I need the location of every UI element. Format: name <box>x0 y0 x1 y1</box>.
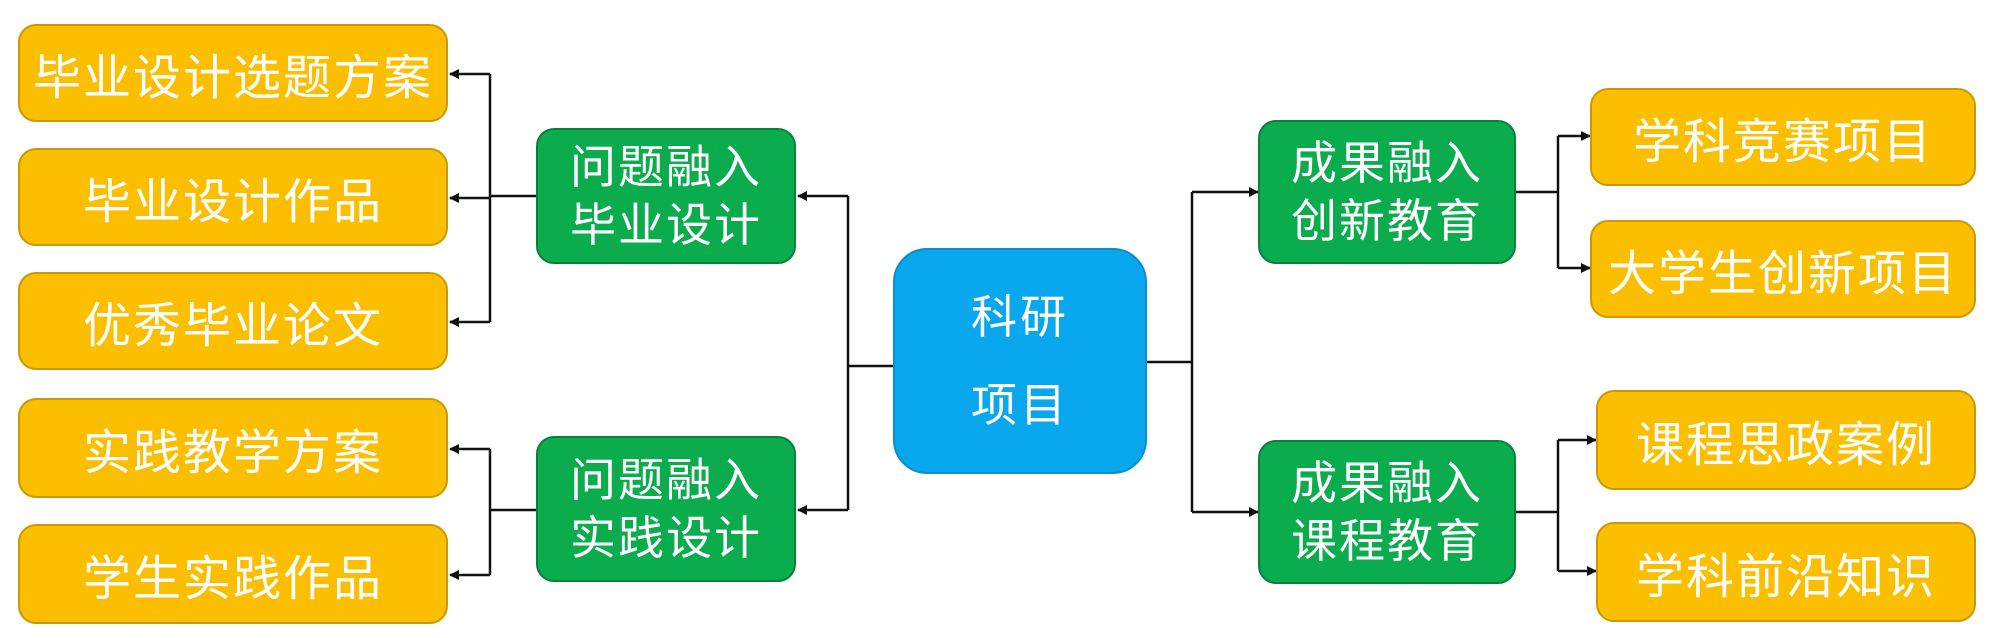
mid-graduation-line1: 问题融入 <box>570 140 762 194</box>
mid-node-course: 成果融入 课程教育 <box>1258 440 1516 584</box>
leaf-graduation-works: 毕业设计作品 <box>18 148 448 246</box>
leaf-student-works: 学生实践作品 <box>18 524 448 624</box>
connector-mid-course-bracket <box>1516 440 1560 571</box>
center-line1: 科研 <box>971 290 1069 344</box>
leaf-undergrad-innovation: 大学生创新项目 <box>1590 220 1976 318</box>
mid-node-practice: 问题融入 实践设计 <box>536 436 796 582</box>
mid-innovation-line2: 创新教育 <box>1291 194 1483 248</box>
leaf-graduation-selection: 毕业设计选题方案 <box>18 24 448 122</box>
leaf-text: 学科前沿知识 <box>1635 549 1936 605</box>
center-node: 科研 项目 <box>893 248 1147 474</box>
leaf-text: 学生实践作品 <box>82 551 383 607</box>
mid-innovation-line1: 成果融入 <box>1291 136 1483 190</box>
connector-mid-innovation-bracket <box>1516 136 1560 268</box>
leaf-text: 课程思政案例 <box>1635 417 1936 473</box>
connector-mid-graduation-bracket <box>488 74 536 322</box>
mid-course-line1: 成果融入 <box>1291 456 1483 510</box>
center-line2: 项目 <box>971 378 1069 432</box>
mid-practice-line1: 问题融入 <box>570 453 762 507</box>
connector-mid-practice-bracket <box>488 449 536 575</box>
mid-node-innovation: 成果融入 创新教育 <box>1258 120 1516 264</box>
leaf-excellent-thesis: 优秀毕业论文 <box>18 272 448 370</box>
leaf-text: 学科竞赛项目 <box>1632 114 1933 170</box>
leaf-text: 实践教学方案 <box>82 425 383 481</box>
leaf-text: 优秀毕业论文 <box>82 298 383 354</box>
mid-course-line2: 课程教育 <box>1291 514 1483 568</box>
leaf-text: 毕业设计选题方案 <box>32 50 433 106</box>
mid-graduation-line2: 毕业设计 <box>570 198 762 252</box>
leaf-competition-projects: 学科竞赛项目 <box>1590 88 1976 186</box>
leaf-frontier-knowledge: 学科前沿知识 <box>1596 522 1976 622</box>
connector-center-to-left-bracket <box>846 196 893 510</box>
leaf-practice-teaching: 实践教学方案 <box>18 398 448 498</box>
leaf-text: 毕业设计作品 <box>82 174 383 230</box>
leaf-ideology-cases: 课程思政案例 <box>1596 390 1976 490</box>
mid-node-graduation: 问题融入 毕业设计 <box>536 128 796 264</box>
leaf-text: 大学生创新项目 <box>1607 246 1958 302</box>
mid-practice-line2: 实践设计 <box>570 511 762 565</box>
connector-center-to-right-bracket <box>1147 192 1194 512</box>
